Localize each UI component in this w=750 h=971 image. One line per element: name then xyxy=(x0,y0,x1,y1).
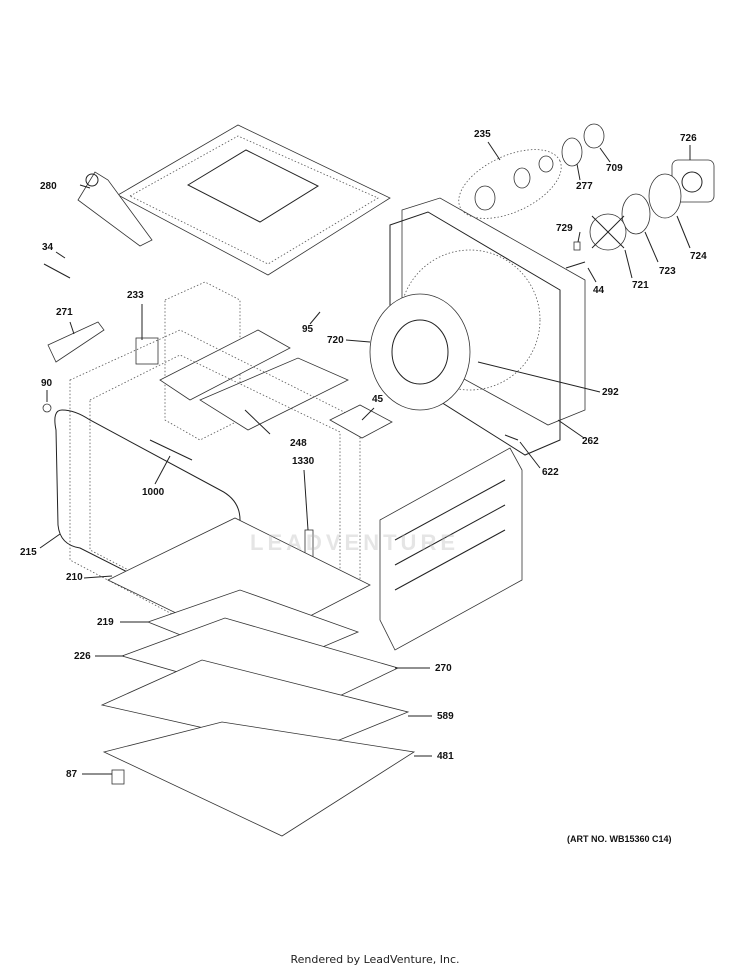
callout-34[interactable]: 34 xyxy=(42,242,54,253)
callout-720[interactable]: 720 xyxy=(327,335,344,346)
callout-729[interactable]: 729 xyxy=(556,223,573,234)
callout-726[interactable]: 726 xyxy=(680,133,697,144)
part-729 xyxy=(573,241,581,251)
part-723 xyxy=(621,193,651,235)
callout-292[interactable]: 292 xyxy=(602,387,619,398)
part-45 xyxy=(329,404,393,439)
callout-95[interactable]: 95 xyxy=(302,324,314,335)
convection-heater xyxy=(379,447,523,651)
callout-233[interactable]: 233 xyxy=(127,290,144,301)
callout-219[interactable]: 219 xyxy=(97,617,114,628)
leader-lines xyxy=(39,141,691,775)
part-90 xyxy=(42,403,52,413)
footer-credit: Rendered by LeadVenture, Inc. xyxy=(290,953,460,966)
fan-cover-720 xyxy=(369,293,471,411)
part-233 xyxy=(135,337,159,365)
part-44 xyxy=(565,261,586,269)
callout-724[interactable]: 724 xyxy=(690,251,707,262)
callout-721[interactable]: 721 xyxy=(632,280,649,291)
callout-1000[interactable]: 1000 xyxy=(142,487,165,498)
callout-215[interactable]: 215 xyxy=(20,547,37,558)
part-481 xyxy=(102,721,416,837)
callout-210[interactable]: 210 xyxy=(66,572,83,583)
callout-277[interactable]: 277 xyxy=(576,181,593,192)
callout-589[interactable]: 589 xyxy=(437,711,454,722)
part-1000 xyxy=(149,439,193,461)
part-87 xyxy=(111,769,125,785)
callout-87[interactable]: 87 xyxy=(66,769,78,780)
watermark: LEADVENTURE xyxy=(250,530,460,555)
part-271 xyxy=(47,321,105,363)
callout-248[interactable]: 248 xyxy=(290,438,307,449)
callout-262[interactable]: 262 xyxy=(582,436,599,447)
part-724 xyxy=(648,173,682,219)
callout-226[interactable]: 226 xyxy=(74,651,91,662)
callout-44[interactable]: 44 xyxy=(593,285,605,296)
part-622 xyxy=(504,434,519,441)
motor-726 xyxy=(671,159,715,203)
callout-270[interactable]: 270 xyxy=(435,663,452,674)
part-248-panel xyxy=(159,329,349,431)
oven-light-235 xyxy=(458,149,562,219)
art-number: (ART NO. WB15360 C14) xyxy=(567,834,672,844)
part-34 xyxy=(43,263,71,279)
callout-622[interactable]: 622 xyxy=(542,467,559,478)
callout-45[interactable]: 45 xyxy=(372,394,384,405)
gasket-277 xyxy=(561,137,583,167)
callout-709[interactable]: 709 xyxy=(606,163,623,174)
part-709 xyxy=(583,123,605,149)
callout-90[interactable]: 90 xyxy=(41,378,53,389)
callout-280[interactable]: 280 xyxy=(40,181,57,192)
bracket-280 xyxy=(77,171,153,247)
callout-271[interactable]: 271 xyxy=(56,307,73,318)
top-panel xyxy=(117,124,391,276)
fan-blade-721 xyxy=(589,213,627,251)
callout-723[interactable]: 723 xyxy=(659,266,676,277)
callout-481[interactable]: 481 xyxy=(437,751,454,762)
callout-235[interactable]: 235 xyxy=(474,129,491,140)
callout-1330[interactable]: 1330 xyxy=(292,456,315,467)
